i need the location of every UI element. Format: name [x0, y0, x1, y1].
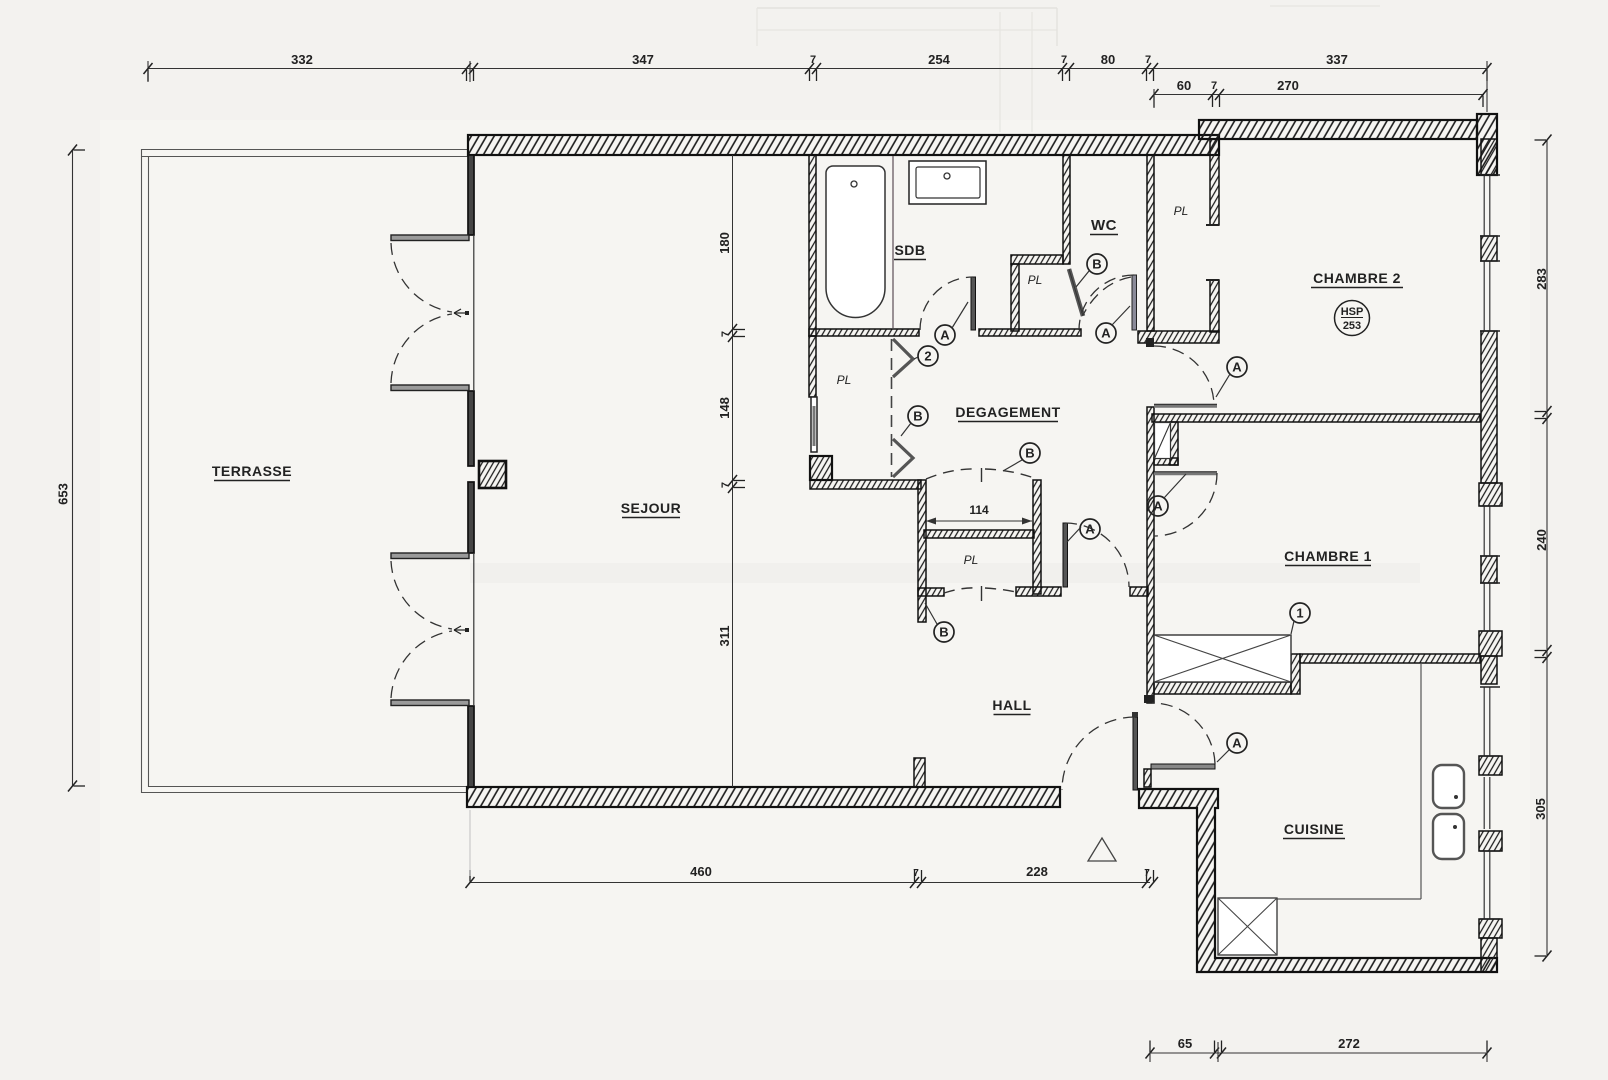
svg-text:PL: PL	[837, 373, 852, 387]
svg-text:337: 337	[1326, 52, 1348, 67]
svg-text:180: 180	[717, 232, 732, 254]
svg-text:A: A	[1232, 360, 1242, 375]
svg-text:B: B	[1025, 446, 1034, 461]
svg-text:SEJOUR: SEJOUR	[621, 500, 682, 516]
svg-text:114: 114	[969, 503, 989, 517]
svg-text:DEGAGEMENT: DEGAGEMENT	[955, 404, 1060, 420]
svg-text:7: 7	[1145, 54, 1151, 66]
svg-text:7: 7	[810, 54, 816, 66]
svg-text:7: 7	[1144, 868, 1150, 879]
svg-text:272: 272	[1338, 1036, 1360, 1051]
svg-text:80: 80	[1101, 52, 1115, 67]
svg-text:240: 240	[1534, 529, 1549, 551]
svg-text:7: 7	[1211, 80, 1217, 92]
svg-text:B: B	[1092, 257, 1101, 272]
svg-text:7: 7	[720, 482, 732, 488]
svg-text:A: A	[1153, 499, 1163, 514]
svg-text:311: 311	[717, 626, 732, 647]
svg-text:PL: PL	[1028, 273, 1043, 287]
svg-text:A: A	[1232, 736, 1242, 751]
svg-text:228: 228	[1026, 864, 1048, 879]
svg-text:60: 60	[1177, 78, 1191, 93]
svg-text:A: A	[1101, 326, 1111, 341]
svg-text:305: 305	[1533, 798, 1548, 820]
svg-text:283: 283	[1534, 268, 1549, 290]
svg-text:A: A	[940, 328, 950, 343]
svg-text:WC: WC	[1091, 217, 1117, 234]
svg-text:460: 460	[690, 864, 712, 879]
svg-text:HSP: HSP	[1341, 306, 1364, 318]
svg-text:253: 253	[1343, 320, 1361, 332]
svg-text:CHAMBRE 2: CHAMBRE 2	[1313, 270, 1401, 286]
svg-text:HALL: HALL	[992, 697, 1031, 713]
svg-text:SDB: SDB	[894, 242, 925, 258]
svg-text:653: 653	[56, 483, 71, 505]
svg-text:CUISINE: CUISINE	[1284, 821, 1344, 837]
svg-text:TERRASSE: TERRASSE	[212, 463, 292, 479]
svg-text:332: 332	[291, 52, 313, 67]
svg-text:1: 1	[1296, 606, 1303, 621]
svg-text:PL: PL	[964, 553, 979, 567]
svg-text:347: 347	[632, 52, 654, 67]
svg-text:270: 270	[1277, 78, 1299, 93]
svg-text:148: 148	[717, 397, 732, 419]
svg-text:7: 7	[913, 868, 919, 879]
svg-text:65: 65	[1178, 1036, 1192, 1051]
svg-text:CHAMBRE 1: CHAMBRE 1	[1284, 548, 1372, 564]
svg-text:A: A	[1085, 522, 1095, 537]
svg-text:B: B	[913, 409, 922, 424]
svg-text:PL: PL	[1174, 204, 1189, 218]
svg-text:B: B	[939, 625, 948, 640]
svg-text:7: 7	[720, 331, 732, 337]
svg-text:7: 7	[1061, 54, 1067, 66]
svg-text:2: 2	[924, 349, 931, 364]
svg-text:254: 254	[928, 52, 950, 67]
